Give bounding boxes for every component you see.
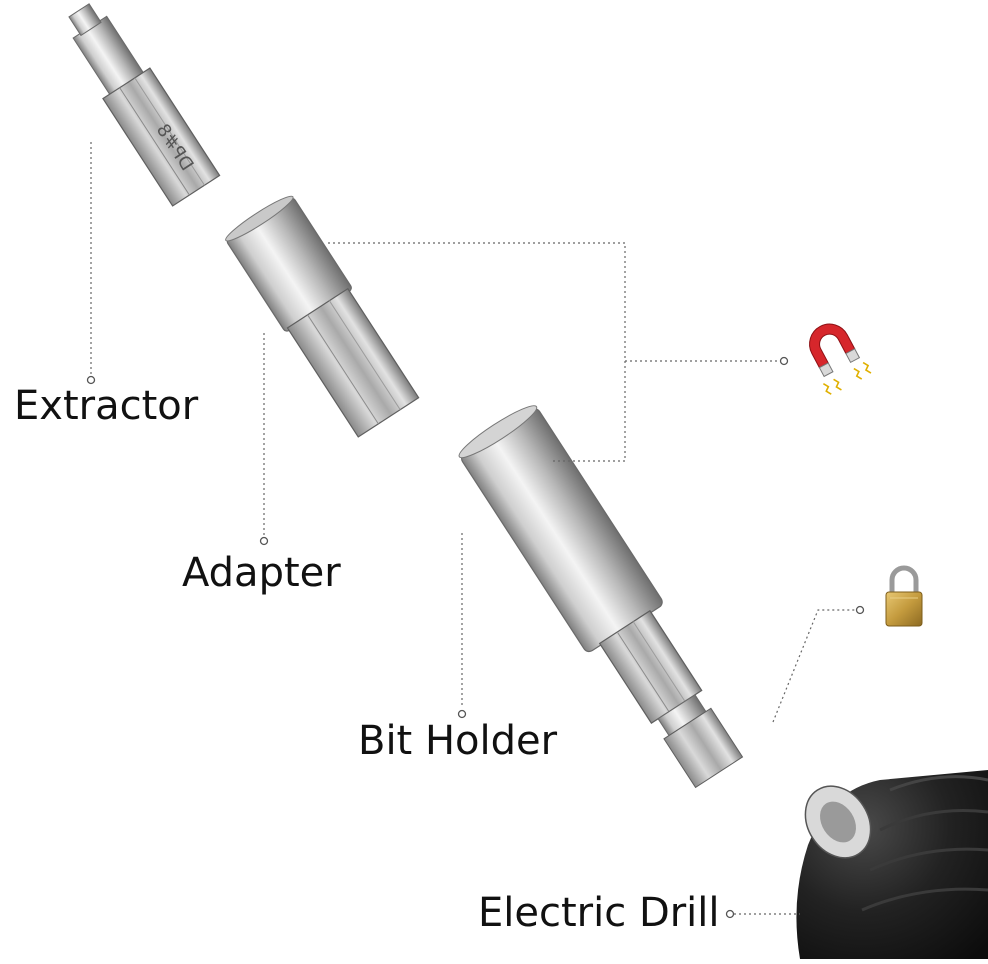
magnet-bracket-leader xyxy=(328,242,626,462)
lock-leader-dot xyxy=(855,605,865,615)
adapter-leader-dot xyxy=(259,536,269,546)
bit-holder-label: Bit Holder xyxy=(358,718,558,764)
leader-endpoints xyxy=(86,356,865,919)
leader-lines xyxy=(90,142,856,915)
electric-drill-label: Electric Drill xyxy=(478,890,720,936)
adapter-label: Adapter xyxy=(182,550,341,596)
drill-leader-dot xyxy=(725,909,735,919)
adapter-part xyxy=(225,195,420,438)
extractor-leader-dot xyxy=(86,375,96,385)
magnet-leader-dot xyxy=(779,356,789,366)
electric-drill xyxy=(796,770,988,959)
extractor-bit: DP#8 xyxy=(68,3,221,207)
padlock-icon xyxy=(885,565,923,627)
bitholder-leader-dot xyxy=(457,709,467,719)
lock-leader xyxy=(772,609,856,723)
magnet-icon xyxy=(809,323,872,395)
bit-holder-part xyxy=(458,405,744,789)
extractor-label: Extractor xyxy=(14,383,199,429)
